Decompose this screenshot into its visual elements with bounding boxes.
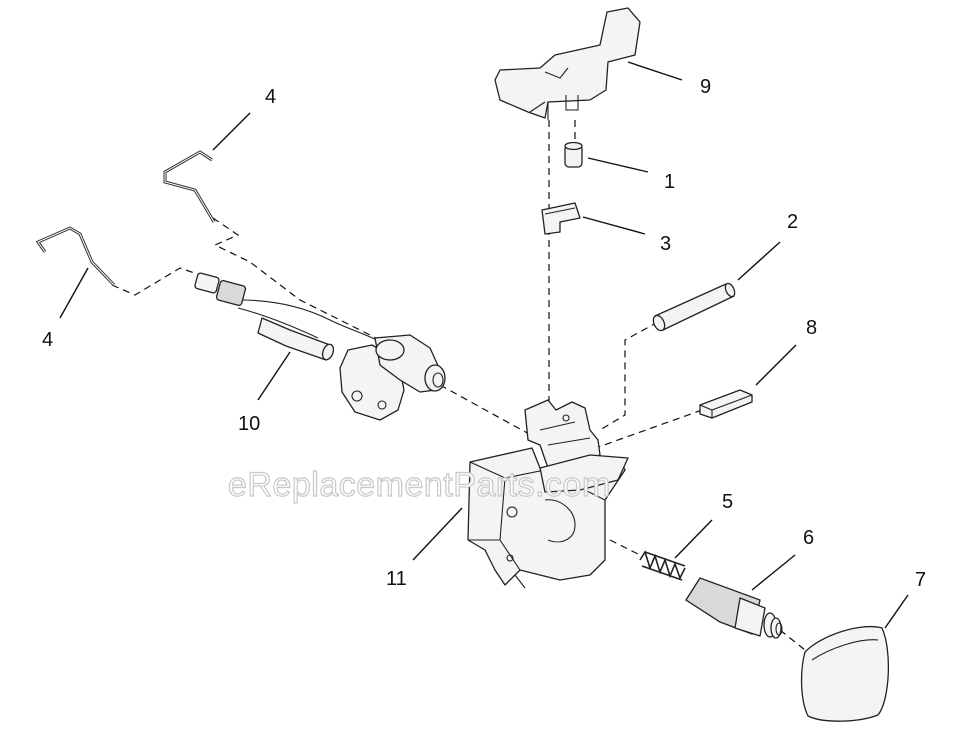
callout-5: 5 xyxy=(722,491,733,513)
leader-4-top xyxy=(212,112,251,151)
callout-labels: 9 1 3 2 8 4 4 10 11 5 6 7 xyxy=(42,76,926,591)
callout-8: 8 xyxy=(806,317,817,339)
part-1-bushing xyxy=(564,141,583,168)
callout-11: 11 xyxy=(386,568,407,590)
part-8-block xyxy=(699,389,753,419)
part-7-knob xyxy=(800,626,890,722)
callout-6: 6 xyxy=(803,527,814,549)
callout-10: 10 xyxy=(238,413,260,435)
leader-6 xyxy=(751,554,796,591)
assembly-line-8-to-11 xyxy=(589,409,703,451)
part-3-clip xyxy=(541,202,581,235)
leader-10 xyxy=(257,351,291,401)
assembly-line-5-to-11 xyxy=(609,539,641,556)
leader-8 xyxy=(755,344,797,386)
leader-5 xyxy=(674,519,713,559)
callout-3: 3 xyxy=(660,233,671,255)
leader-4-left xyxy=(59,267,89,319)
part-4-rod-left xyxy=(35,226,116,287)
part-9-top-bracket xyxy=(494,7,641,120)
callout-1: 1 xyxy=(664,171,675,193)
part-11-housing xyxy=(467,399,629,589)
callout-4-left: 4 xyxy=(42,329,53,351)
leader-7 xyxy=(884,594,909,629)
callout-4-top: 4 xyxy=(265,86,276,108)
assembly-lines xyxy=(111,120,806,651)
part-5-spring xyxy=(639,550,686,581)
part-2-pin xyxy=(652,282,736,332)
assembly-line-4-left xyxy=(111,267,201,296)
callout-2: 2 xyxy=(787,211,798,233)
callout-9: 9 xyxy=(700,76,711,98)
assembly-line-2-to-11 xyxy=(599,321,659,431)
leader-2 xyxy=(737,241,781,281)
part-10-actuator xyxy=(194,272,446,421)
part-6-plunger xyxy=(685,577,783,639)
part-4-rod-top xyxy=(163,150,216,223)
leader-11 xyxy=(412,507,463,561)
assembly-line-4-top xyxy=(212,217,381,341)
watermark-text: eReplacementParts.com xyxy=(228,466,611,504)
leader-lines xyxy=(59,61,909,629)
leader-3 xyxy=(582,216,646,235)
callout-7: 7 xyxy=(915,569,926,591)
leader-9 xyxy=(627,61,683,81)
leader-1 xyxy=(587,157,649,173)
assembly-line-6-to-7 xyxy=(779,629,806,651)
